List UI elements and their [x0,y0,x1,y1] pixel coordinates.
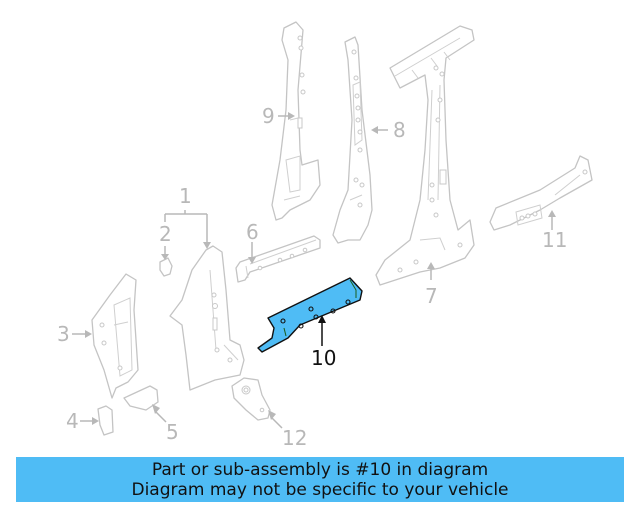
part-10-highlighted[interactable] [257,277,363,353]
callout-7: 7 [425,284,438,308]
callout-5: 5 [166,420,179,444]
callout-11: 11 [542,228,568,252]
callout-4: 4 [66,409,79,433]
part-1[interactable] [169,245,245,391]
part-5[interactable] [123,385,159,411]
part-3[interactable] [91,273,139,399]
part-7[interactable] [375,25,475,286]
callout-12: 12 [282,426,308,450]
callout-6: 6 [246,220,259,244]
callout-1: 1 [179,184,192,208]
part-2[interactable] [159,257,173,277]
banner-part-line: Part or sub-assembly is #10 in diagram [151,459,489,480]
callout-10: 10 [311,346,337,370]
info-banner: Part or sub-assembly is #10 in diagram D… [16,457,624,502]
part-6[interactable] [235,235,321,283]
part-9[interactable] [271,21,321,221]
parts-diagram: 1 2 3 4 5 6 7 8 9 10 11 12 [57,21,593,450]
callout-9: 9 [262,104,275,128]
callout-8: 8 [393,118,406,142]
part-8[interactable] [332,36,373,244]
part-12[interactable] [231,377,271,421]
part-4[interactable] [97,405,114,436]
leader-lines [72,112,556,429]
callout-2: 2 [159,222,172,246]
callout-3: 3 [57,322,70,346]
part-11[interactable] [489,155,593,231]
banner-disclaimer-line: Diagram may not be specific to your vehi… [131,479,509,500]
